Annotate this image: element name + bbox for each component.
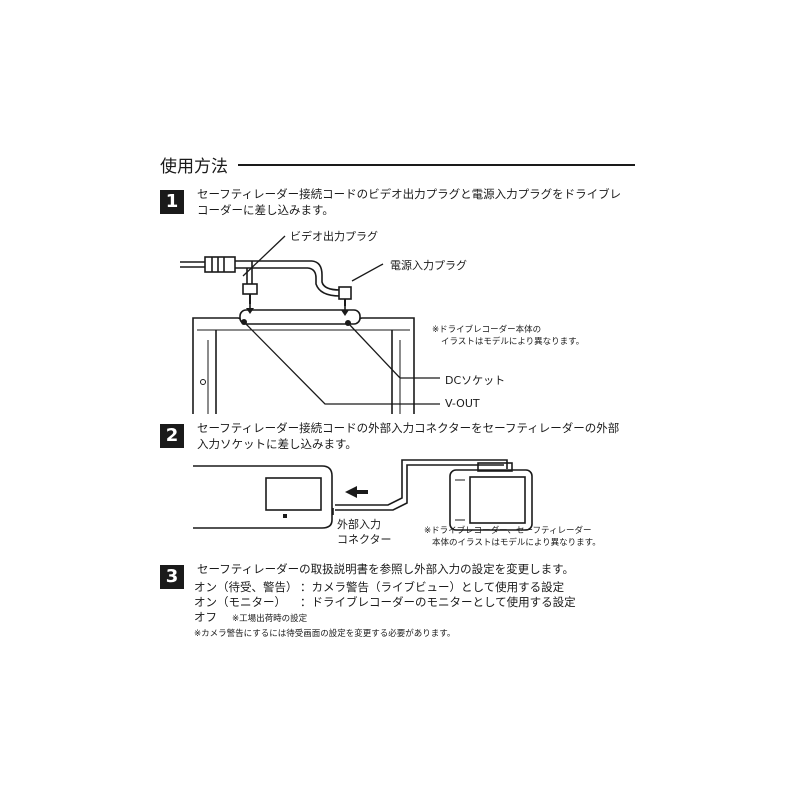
setting-name-3: オフ xyxy=(194,610,217,624)
video-plug-label: ビデオ出力プラグ xyxy=(290,230,378,243)
step-1-number: 1 xyxy=(160,190,184,214)
diagram-2-note-line-1: ※ドライブレコーダー、セーフティレーダー xyxy=(424,526,592,536)
setting-desc-1: ：カメラ警告（ライブビュー）として使用する設定 xyxy=(300,580,565,594)
setting-desc-3: ※工場出荷時の設定 xyxy=(232,614,308,624)
dc-socket-label: DCソケット xyxy=(445,374,506,387)
footnote: ※カメラ警告にするには待受画面の設定を変更する必要があります。 xyxy=(194,629,456,639)
step-2-text-line-2: 入力ソケットに差し込みます。 xyxy=(197,437,357,451)
step-3-number: 3 xyxy=(160,565,184,589)
setting-name-2: オン（モニター） xyxy=(194,595,286,609)
step-1-text-line-2: コーダーに差し込みます。 xyxy=(197,203,334,217)
vout-label: V-OUT xyxy=(445,397,480,410)
step-2-text-line-1: セーフティレーダー接続コードの外部入力コネクターをセーフティレーダーの外部 xyxy=(197,421,620,435)
step-1-text-line-1: セーフティレーダー接続コードのビデオ出力プラグと電源入力プラグをドライブレ xyxy=(197,187,622,201)
power-plug-label: 電源入力プラグ xyxy=(390,259,467,272)
setting-desc-2: ：ドライブレコーダーのモニターとして使用する設定 xyxy=(300,595,576,609)
step-3-text-line-1: セーフティレーダーの取扱説明書を参照し外部入力の設定を変更します。 xyxy=(197,562,574,576)
connector-label-line-2: コネクター xyxy=(337,533,392,546)
section-rule xyxy=(238,164,635,166)
step-2-number: 2 xyxy=(160,424,184,448)
section-title: 使用方法 xyxy=(160,157,228,177)
diagram-1-note-line-2: イラストはモデルにより異なります。 xyxy=(441,337,585,347)
setting-name-1: オン（待受、警告） xyxy=(194,580,298,594)
diagram-1-note-line-1: ※ドライブレコーダー本体の xyxy=(432,325,542,335)
connector-label-line-1: 外部入力 xyxy=(337,518,381,531)
diagram-2-note-line-2: 本体のイラストはモデルにより異なります。 xyxy=(432,538,601,548)
